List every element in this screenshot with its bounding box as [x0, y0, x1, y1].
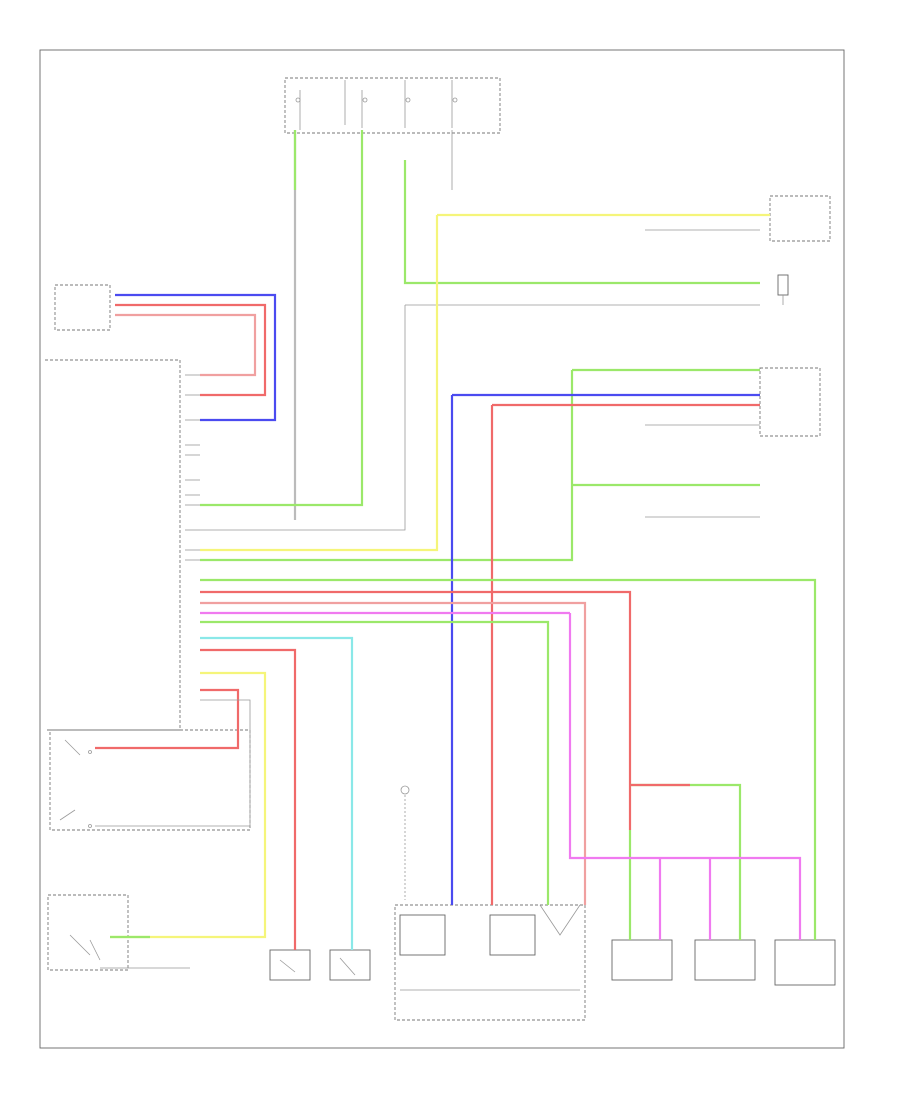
sensor-module-left [54, 284, 111, 331]
wires [95, 130, 817, 969]
door-lock-switch-right [759, 367, 821, 437]
door-lock-actuator-block [394, 904, 586, 1021]
fuse-relay-block [284, 77, 501, 134]
ground-icon [400, 785, 410, 795]
rear-lock-actuator-left [611, 939, 673, 981]
bottom-switch-1 [269, 949, 311, 981]
fuse-icon [295, 97, 301, 103]
door-switch-left [49, 729, 251, 831]
bottom-switch-2 [329, 949, 371, 981]
fuse-icon [405, 97, 411, 103]
fuse-icon [362, 97, 368, 103]
module-pins [185, 374, 200, 561]
rear-lock-actuator-right [694, 939, 756, 981]
back-door-lock-actuator [774, 939, 836, 986]
diagram-border [39, 49, 845, 1049]
control-module [45, 359, 181, 731]
outside-handle-switch [777, 274, 789, 305]
key-slot-component [769, 195, 831, 242]
lock-switch-lower-left [47, 894, 129, 971]
fuse-icon [452, 97, 458, 103]
